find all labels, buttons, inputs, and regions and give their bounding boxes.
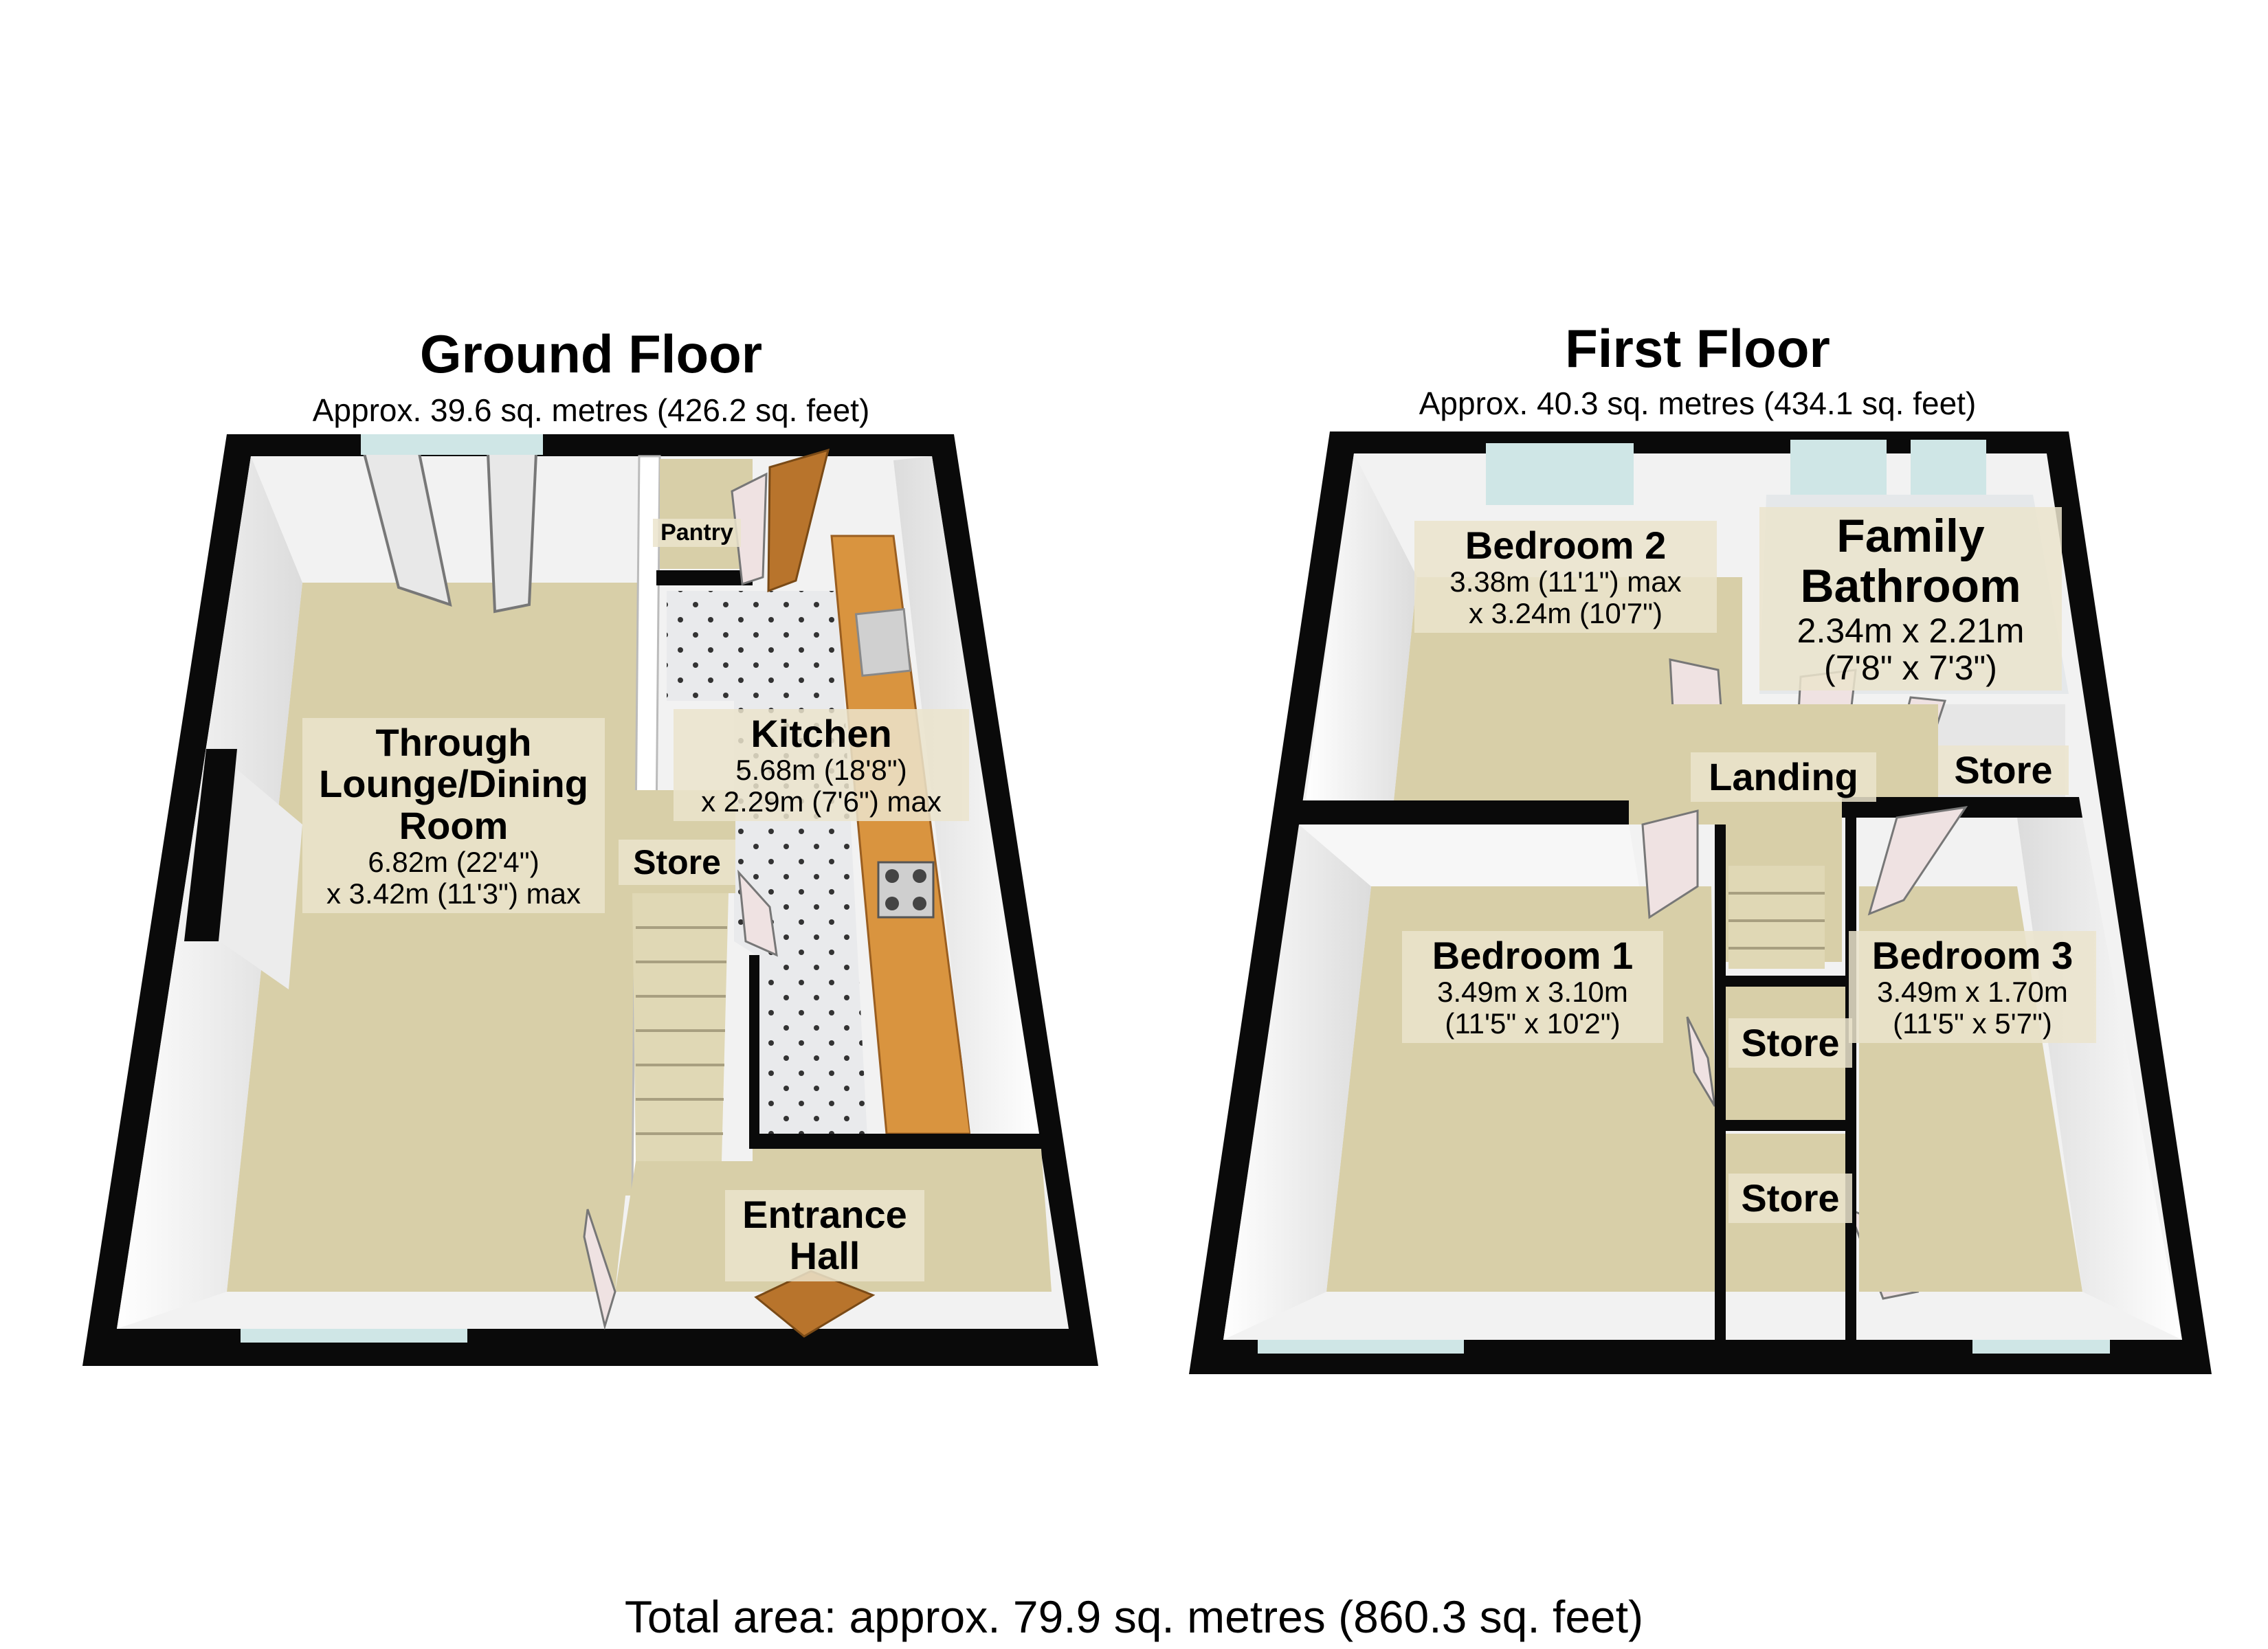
store-divider-right — [1845, 797, 1856, 1340]
kitchen-name: Kitchen — [751, 712, 892, 755]
bathroom-name-2: Bathroom — [1800, 560, 2021, 613]
first-floor-title: First Floor — [1565, 318, 1830, 379]
garden-door-right — [486, 452, 538, 614]
bedroom1-label: Bedroom 1 3.49m x 3.10m (11'5" x 10'2") — [1402, 931, 1663, 1044]
bathroom-name-1: Family — [1836, 510, 1985, 562]
pantry-name: Pantry — [660, 519, 733, 546]
ground-floor-plan — [82, 434, 1098, 1366]
hall-name-2: Hall — [789, 1234, 860, 1278]
bathroom-label: Family Bathroom 2.34m x 2.21m (7'8" x 7'… — [1759, 507, 2062, 691]
garden-window — [361, 434, 543, 455]
bedroom2-name: Bedroom 2 — [1465, 524, 1667, 567]
ground-floor-area: Approx. 39.6 sq. metres (426.2 sq. feet) — [312, 392, 870, 428]
first-stairs — [1728, 866, 1825, 969]
store-mid-wall-top — [1722, 976, 1849, 987]
lounge-name-2: Lounge/Dining — [319, 762, 588, 806]
kitchen-back-door — [767, 448, 830, 593]
kitchen-hall-wall — [753, 1134, 1041, 1149]
lounge-name-3: Room — [399, 803, 509, 847]
landing-name: Landing — [1709, 755, 1858, 798]
pantry-label: Pantry — [653, 519, 741, 547]
stair-wall — [749, 955, 759, 1149]
bedroom2-dim-2: x 3.24m (10'7") — [1468, 596, 1663, 629]
kitchen-dim-2: x 2.29m (7'6") max — [701, 785, 942, 818]
ground-floor-title: Ground Floor — [419, 324, 763, 384]
kitchen-label: Kitchen 5.68m (18'8") x 2.29m (7'6") max — [674, 709, 969, 822]
chimney-breast — [184, 749, 237, 941]
bedroom2-dim-1: 3.38m (11'1") max — [1449, 565, 1682, 598]
lounge-dim-1: 6.82m (22'4") — [368, 846, 540, 879]
bedroom2-label: Bedroom 2 3.38m (11'1") max x 3.24m (10'… — [1414, 521, 1717, 633]
bedroom1-dim-1: 3.49m x 3.10m — [1437, 976, 1628, 1009]
lounge-name-1: Through — [375, 721, 532, 764]
store-divider-left — [1715, 824, 1726, 1340]
bedroom1-left-wall — [1223, 824, 1371, 1340]
bedroom2-window — [1486, 443, 1634, 505]
bedroom1-window — [1258, 1340, 1464, 1354]
store-mid-name: Store — [1741, 1021, 1840, 1064]
bedroom1-name: Bedroom 1 — [1432, 934, 1634, 977]
bedroom3-window — [1972, 1340, 2110, 1354]
kitchen-dim-1: 5.68m (18'8") — [735, 754, 907, 787]
bedroom3-dim-1: 3.49m x 1.70m — [1877, 976, 2068, 1009]
total-area: Total area: approx. 79.9 sq. metres (860… — [624, 1591, 1644, 1642]
bedroom2-floor — [1394, 577, 1742, 800]
kitchen-hob — [877, 861, 935, 919]
ground-stairs — [632, 893, 729, 1161]
bathroom-dim-1: 2.34m x 2.21m — [1797, 611, 2025, 650]
bathroom-window-1 — [1790, 440, 1887, 495]
store-mid-label: Store — [1728, 1018, 1852, 1068]
store-door — [737, 869, 778, 957]
bedroom1-top-wall — [1299, 824, 1639, 886]
lounge-door — [583, 1209, 616, 1330]
store-label: Store — [619, 840, 735, 885]
store-name: Store — [633, 843, 721, 882]
hall-label: Entrance Hall — [725, 1190, 924, 1281]
store-top-label: Store — [1938, 745, 2069, 796]
bedroom1-dim-2: (11'5" x 10'2") — [1445, 1007, 1621, 1040]
store-mid-wall-bottom — [1722, 1120, 1849, 1131]
bedroom2-left-wall — [1306, 453, 1417, 800]
bedroom3-label: Bedroom 3 3.49m x 1.70m (11'5" x 5'7") — [1849, 931, 2096, 1044]
lounge-label: Through Lounge/Dining Room 6.82m (22'4")… — [302, 718, 605, 914]
store-low-name: Store — [1741, 1176, 1840, 1220]
bathroom-dim-2: (7'8" x 7'3") — [1824, 648, 1997, 687]
bedroom3-door — [1867, 806, 1968, 916]
store-low-label: Store — [1728, 1174, 1852, 1224]
bathroom-window-2 — [1911, 440, 1986, 495]
front-window — [241, 1329, 467, 1343]
first-mid-wall — [1299, 800, 1629, 824]
bedroom3-name: Bedroom 3 — [1871, 934, 2074, 977]
pantry-wall — [656, 570, 753, 585]
first-floor-area: Approx. 40.3 sq. metres (434.1 sq. feet) — [1419, 385, 1977, 421]
chimney-face — [220, 770, 302, 989]
pantry-door — [731, 472, 768, 586]
bedroom3-dim-2: (11'5" x 5'7") — [1893, 1007, 2052, 1040]
bedroom1-door — [1641, 809, 1699, 919]
hall-name-1: Entrance — [742, 1193, 907, 1236]
kitchen-sink — [854, 607, 912, 677]
landing-label: Landing — [1691, 752, 1876, 803]
lounge-dim-2: x 3.42m (11'3") max — [326, 877, 581, 910]
store-top-name: Store — [1954, 748, 2053, 792]
